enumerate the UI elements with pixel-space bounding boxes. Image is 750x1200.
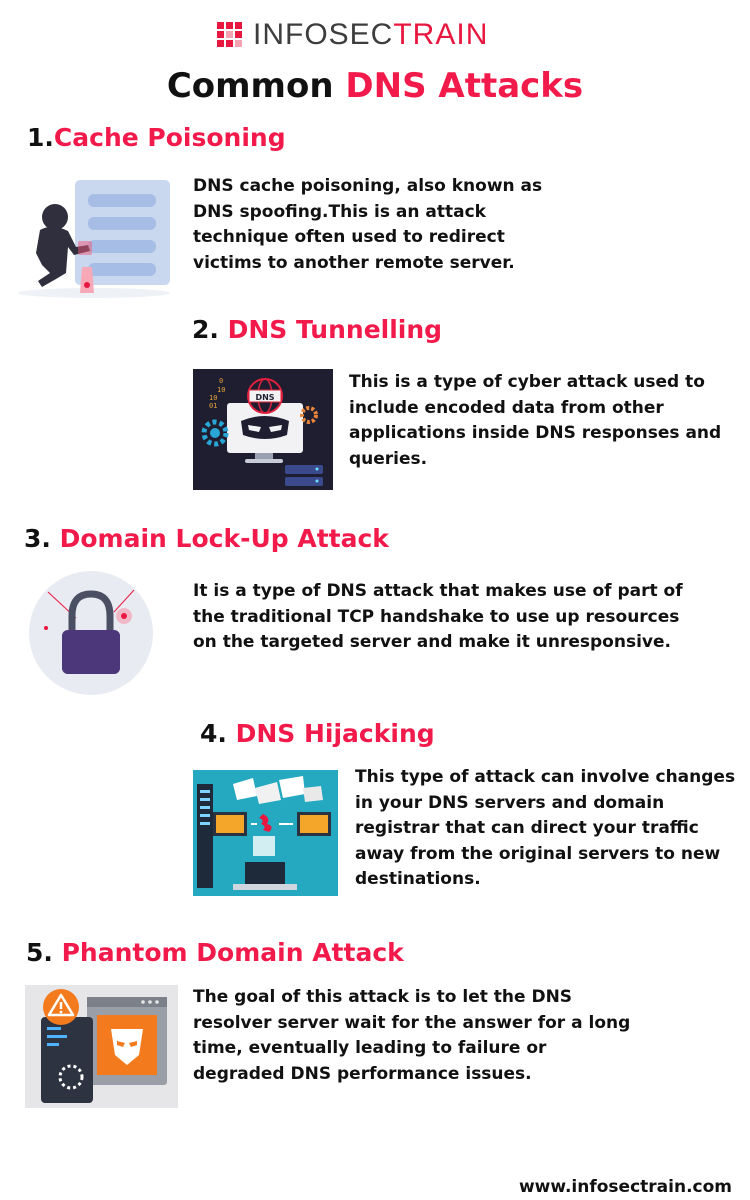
- attack-heading-cache-poisoning: 1.Cache Poisoning: [27, 122, 286, 154]
- padlock-icon: [28, 570, 154, 696]
- attack-heading-domain-lock-up: 3. Domain Lock-Up Attack: [24, 523, 389, 555]
- attack-number: 3.: [24, 524, 60, 553]
- attack-description: This type of attack can involve changes …: [355, 767, 736, 889]
- brand-logo: INFOSECTRAIN: [217, 18, 488, 52]
- svg-text:10: 10: [209, 394, 217, 402]
- attack-name: DNS Hijacking: [235, 719, 435, 748]
- attack-description: This is a type of cyber attack used to i…: [349, 372, 722, 469]
- hacker-server-icon: [12, 175, 177, 300]
- attack-description: It is a type of DNS attack that makes us…: [193, 581, 683, 652]
- footer-website-link[interactable]: www.infosectrain.com: [518, 1177, 732, 1197]
- logo-text: INFOSECTRAIN: [253, 20, 488, 50]
- dns-label: DNS: [255, 393, 274, 402]
- attack-number: 1.: [27, 123, 54, 152]
- attack-number: 2.: [192, 315, 228, 344]
- title-part-common: Common: [166, 66, 346, 106]
- logo-mark-icon: [217, 22, 242, 47]
- attack-heading-dns-hijacking: 4. DNS Hijacking: [200, 718, 435, 750]
- attack-heading-dns-tunnelling: 2. DNS Tunnelling: [192, 314, 442, 346]
- attack-description: The goal of this attack is to let the DN…: [193, 987, 631, 1084]
- logo-text-infosec: INFOSEC: [253, 18, 394, 51]
- page-title: Common DNS Attacks: [0, 64, 750, 108]
- attack-name: Cache Poisoning: [53, 123, 286, 152]
- svg-text:01: 01: [209, 402, 217, 410]
- title-part-dns-attacks: DNS Attacks: [345, 66, 584, 106]
- network-hijack-icon: [193, 770, 338, 896]
- attack-name: Domain Lock-Up Attack: [59, 524, 389, 553]
- attack-number: 5.: [26, 938, 62, 967]
- warning-server-icon: [25, 985, 178, 1108]
- attack-number: 4.: [200, 719, 236, 748]
- svg-text:10: 10: [217, 386, 225, 394]
- svg-text:0: 0: [219, 377, 223, 385]
- dns-monitor-icon: 0 10 10 01 DNS: [193, 369, 333, 490]
- logo-text-train: TRAIN: [393, 18, 489, 51]
- attack-name: Phantom Domain Attack: [61, 938, 404, 967]
- attack-name: DNS Tunnelling: [227, 315, 443, 344]
- attack-heading-phantom-domain: 5. Phantom Domain Attack: [26, 937, 404, 969]
- attack-description: DNS cache poisoning, also known as DNS s…: [193, 176, 543, 273]
